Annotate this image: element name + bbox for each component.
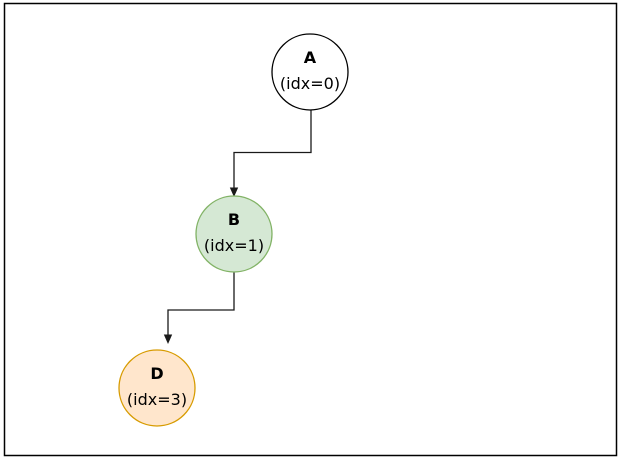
node-a-circle [271, 33, 349, 111]
node-b-circle [195, 195, 273, 273]
node-b: B (idx=1) [195, 195, 273, 273]
node-d-label: D [150, 364, 163, 383]
node-b-label: B [228, 210, 240, 229]
node-d-sublabel: (idx=3) [127, 390, 187, 409]
edge-a-b [229, 110, 312, 197]
edge-a-b-line [233, 110, 312, 188]
node-d: D (idx=3) [118, 349, 196, 427]
node-a-sublabel: (idx=0) [280, 74, 340, 93]
edge-b-d-arrowhead [163, 334, 173, 344]
node-a-label: A [304, 48, 317, 67]
edge-a-b-arrowhead [229, 187, 239, 197]
node-d-circle [118, 349, 196, 427]
edge-b-d-line [167, 272, 235, 335]
node-b-sublabel: (idx=1) [204, 236, 264, 255]
canvas-border [3, 2, 618, 457]
node-a: A (idx=0) [271, 33, 349, 111]
edge-b-d [163, 272, 235, 344]
